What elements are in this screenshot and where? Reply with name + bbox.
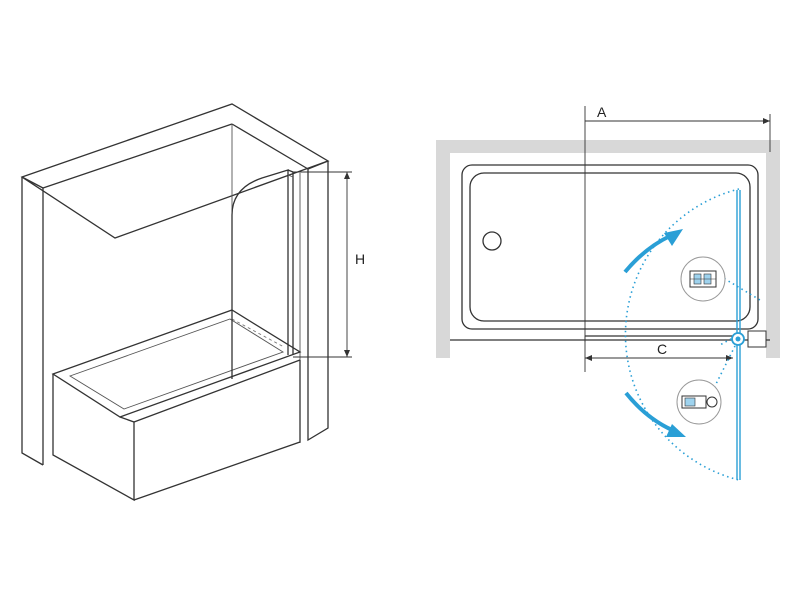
width-dimension: A [584,104,771,342]
swing-arrow-down [624,391,686,437]
wall-profile [731,330,767,348]
height-label: H [355,251,365,267]
isometric-view: H [20,103,365,502]
drain-icon [482,231,502,251]
top-wall [436,140,780,153]
back-wall [20,103,330,466]
right-wall [766,140,780,358]
glass-panel [231,169,294,379]
bathtub [51,309,302,502]
tub-plan [450,164,770,341]
height-dimension: H [293,171,365,358]
wall-profile-icon [676,379,722,425]
swing-path [623,188,761,481]
width-label: A [597,104,607,120]
hinge-bracket-icon [680,256,726,302]
swing-arrow-up [623,229,683,274]
plan-view: A C [436,104,780,481]
left-wall [436,140,450,358]
panel-dimension: C [584,335,733,372]
panel-label: C [657,341,667,357]
side-wall [299,160,329,443]
